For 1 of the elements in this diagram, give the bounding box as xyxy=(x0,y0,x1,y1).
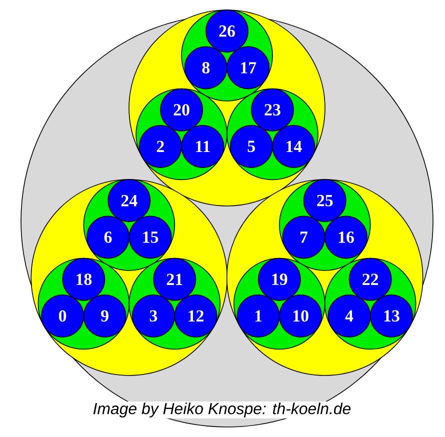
caption: Image by Heiko Knospe: th-koeln.de xyxy=(92,402,352,418)
